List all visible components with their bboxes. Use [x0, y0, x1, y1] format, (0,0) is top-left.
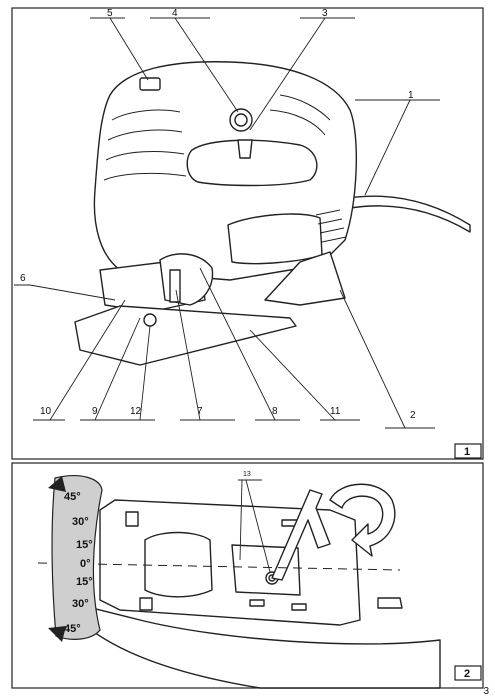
callout-2: 2	[410, 410, 416, 421]
power-cord	[347, 195, 471, 233]
side-panel	[227, 213, 323, 265]
speed-wheel	[139, 77, 161, 91]
figure1-number-box	[454, 443, 482, 459]
figure1-callout-lines	[14, 17, 440, 429]
slot-b	[139, 597, 153, 611]
scale-label-30-bottom: 30°	[72, 598, 89, 610]
centerline	[37, 562, 401, 571]
hex-key	[271, 489, 331, 581]
callout-13: 13	[243, 471, 251, 478]
callout-12: 12	[130, 406, 142, 417]
page-number: 3	[483, 686, 489, 697]
callout-9: 9	[92, 406, 98, 417]
jigsaw-illustration	[74, 61, 471, 366]
figure1-callout-labels: 1 2 3 4 5 6 7 8 9 10 11 12	[20, 8, 416, 421]
figure1-number: 1	[464, 446, 470, 458]
handle-opening	[186, 139, 318, 187]
callout-8: 8	[272, 406, 278, 417]
callout-3: 3	[322, 8, 328, 19]
scale-label-15-top: 15°	[76, 539, 93, 551]
callout-5: 5	[107, 8, 113, 19]
bevel-scale-labels: 45° 30° 15° 0° 15° 30° 45°	[64, 491, 93, 635]
scale-label-15-bottom: 15°	[76, 576, 93, 588]
figure2-number: 2	[464, 668, 470, 680]
rotation-arrow	[329, 483, 396, 557]
scale-label-45-top: 45°	[64, 491, 81, 503]
dust-port	[264, 251, 346, 306]
scale-label-0: 0°	[80, 558, 91, 570]
bevel-scale-band	[51, 475, 103, 640]
figure1-frame	[11, 7, 484, 460]
scale-arrow-bottom	[48, 626, 66, 642]
scale-label-45-bottom: 45°	[64, 623, 81, 635]
callout-7: 7	[197, 406, 203, 417]
slot-e	[291, 603, 307, 611]
figure2-callout-lines	[238, 479, 271, 573]
rear-tab	[377, 597, 403, 609]
callout-1: 1	[408, 90, 414, 101]
blade-clamp-screw	[143, 313, 157, 327]
figure2-frame	[11, 462, 484, 689]
lock-on-button-inner	[234, 113, 248, 127]
blade-guide	[169, 269, 181, 303]
trigger-switch	[237, 139, 253, 159]
figure2-number-box	[454, 665, 482, 681]
vent-slots	[315, 209, 347, 243]
grip-ribs	[103, 94, 331, 181]
slot-a	[125, 511, 139, 527]
callout-6: 6	[20, 273, 26, 284]
slot-d	[249, 599, 265, 607]
callout-10: 10	[40, 406, 52, 417]
base-plate	[74, 305, 297, 366]
callout-11: 11	[330, 406, 341, 417]
scale-arrow-top	[48, 476, 66, 492]
callout-4: 4	[172, 8, 178, 19]
base-plate-top	[99, 499, 361, 626]
tool-bottom	[59, 599, 441, 689]
scale-label-30-top: 30°	[72, 516, 89, 528]
blade-opening	[144, 531, 213, 598]
